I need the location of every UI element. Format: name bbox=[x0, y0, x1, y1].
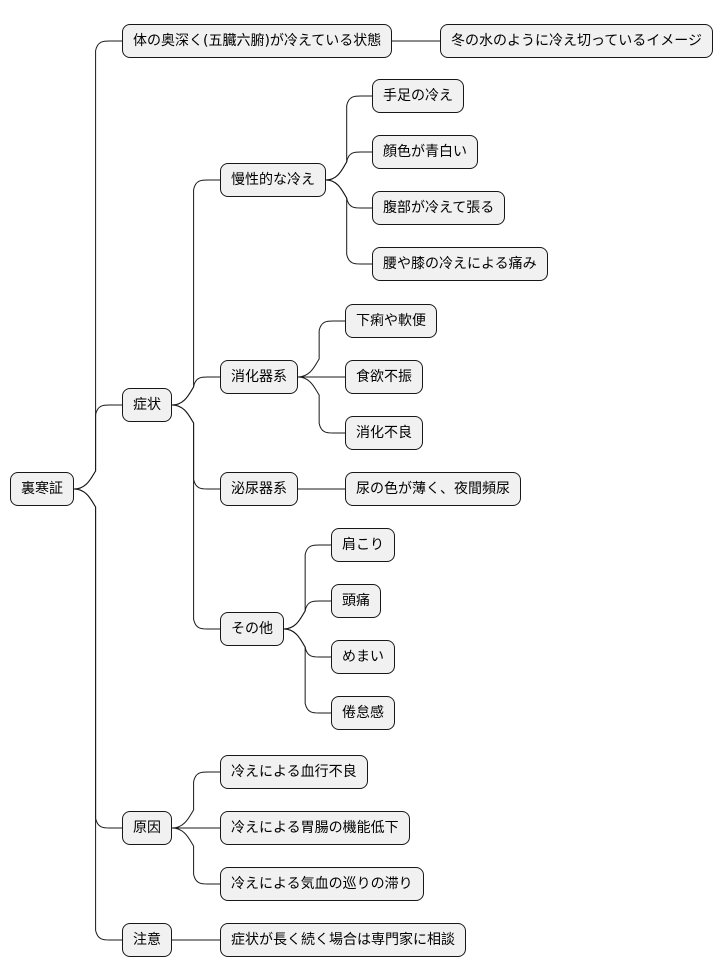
node-branch-caution: 注意 bbox=[122, 923, 172, 957]
node-diarrhea: 下痢や軟便 bbox=[345, 304, 437, 338]
connector-b2 bbox=[73, 488, 122, 829]
connector-c0-1 bbox=[325, 151, 372, 181]
connector-b3 bbox=[73, 488, 122, 941]
connector-c0-3 bbox=[325, 179, 372, 265]
node-branch-symptoms: 症状 bbox=[122, 388, 172, 422]
node-cause-circulation: 冷えによる血行不良 bbox=[220, 755, 368, 789]
connector-c1-0 bbox=[297, 320, 345, 378]
node-cause-stomach: 冷えによる胃腸の機能低下 bbox=[220, 811, 410, 845]
node-chronic-cold: 慢性的な冷え bbox=[220, 163, 326, 197]
node-poor-appetite: 食欲不振 bbox=[345, 360, 423, 394]
node-state-image: 冬の水のように冷え切っているイメージ bbox=[440, 24, 714, 58]
connector-b1 bbox=[73, 404, 122, 490]
node-digestive: 消化器系 bbox=[220, 360, 298, 394]
node-nocturia: 尿の色が薄く、夜間頻尿 bbox=[345, 472, 521, 506]
node-other: その他 bbox=[220, 612, 284, 646]
node-fatigue: 倦怠感 bbox=[331, 696, 395, 730]
connector-c3-3 bbox=[283, 628, 331, 714]
node-cold-abdomen: 腹部が冷えて張る bbox=[372, 191, 506, 225]
connector-b1-3 bbox=[171, 404, 220, 630]
connector-c1-2 bbox=[297, 376, 345, 434]
connector-b1-2 bbox=[171, 404, 220, 490]
connector-c3-0 bbox=[283, 544, 331, 630]
connector-c0-2 bbox=[325, 179, 372, 209]
node-stiff-shoulders: 肩こり bbox=[331, 528, 395, 562]
connector-b0 bbox=[73, 40, 122, 490]
connector-b1-1 bbox=[171, 376, 220, 406]
node-root: 裏寒証 bbox=[10, 472, 74, 506]
node-dizziness: めまい bbox=[331, 640, 395, 674]
node-branch-causes: 原因 bbox=[122, 811, 172, 845]
connector-c0-0 bbox=[325, 95, 372, 181]
node-cause-qi-blood: 冷えによる気血の巡りの滞り bbox=[220, 867, 424, 901]
connector-c3-2 bbox=[283, 628, 331, 658]
node-indigestion: 消化不良 bbox=[345, 416, 423, 450]
node-urinary: 泌尿器系 bbox=[220, 472, 298, 506]
node-pale-face: 顔色が青白い bbox=[372, 135, 478, 169]
connector-b2-2 bbox=[171, 827, 220, 885]
node-branch-state: 体の奥深く(五臓六腑)が冷えている状態 bbox=[122, 24, 393, 58]
node-headache: 頭痛 bbox=[331, 584, 381, 618]
connector-b1-0 bbox=[171, 179, 220, 406]
node-caution-consult: 症状が長く続く場合は専門家に相談 bbox=[220, 923, 466, 957]
node-back-knee-pain: 腰や膝の冷えによる痛み bbox=[372, 247, 548, 281]
node-cold-hands-feet: 手足の冷え bbox=[372, 79, 464, 113]
connector-b2-0 bbox=[171, 771, 220, 829]
connector-c3-1 bbox=[283, 600, 331, 630]
